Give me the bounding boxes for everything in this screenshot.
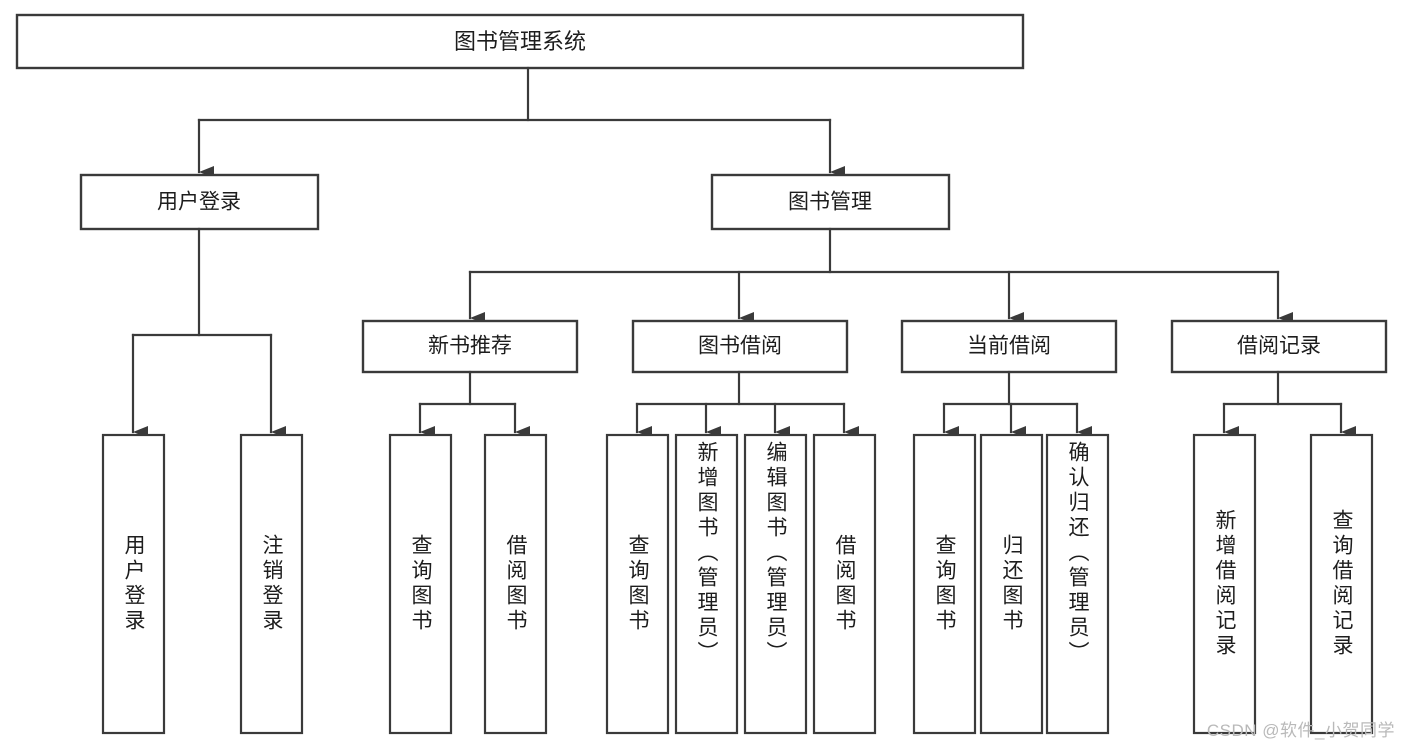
csdn-watermark: CSDN @软件_小贺同学 [1206,721,1395,740]
node-book-manage-box[interactable] [710,173,951,231]
node-user-login-label: 用户登录 [157,191,241,214]
leaf-box-current-borrow-2[interactable] [1045,433,1110,735]
node-book-manage-label: 图书管理 [788,191,872,214]
leaf-box-current-borrow-0[interactable] [912,433,977,735]
leaf-box-borrow-record-0[interactable] [1192,433,1257,735]
leaf-box-new-book-1[interactable] [483,433,548,735]
node-new-book-box[interactable] [361,319,579,374]
node-new-book-label: 新书推荐 [428,335,512,358]
leaf-box-book-borrow-2[interactable] [743,433,808,735]
leaf-box-user-login-0[interactable] [101,433,166,735]
leaf-box-book-borrow-1[interactable] [674,433,739,735]
node-borrow-record-box[interactable] [1170,319,1388,374]
node-book-borrow-label: 图书借阅 [698,335,782,358]
leaf-box-borrow-record-1[interactable] [1309,433,1374,735]
leaf-box-book-borrow-3[interactable] [812,433,877,735]
node-root-box[interactable] [15,13,1025,70]
node-root-label: 图书管理系统 [454,29,586,54]
leaf-box-current-borrow-1[interactable] [979,433,1044,735]
leaf-box-book-borrow-0[interactable] [605,433,670,735]
leaf-box-new-book-0[interactable] [388,433,453,735]
leaf-box-user-login-1[interactable] [239,433,304,735]
node-current-borrow-label: 当前借阅 [967,335,1051,358]
node-borrow-record-label: 借阅记录 [1237,335,1321,358]
node-book-borrow-box[interactable] [631,319,849,374]
node-current-borrow-box[interactable] [900,319,1118,374]
